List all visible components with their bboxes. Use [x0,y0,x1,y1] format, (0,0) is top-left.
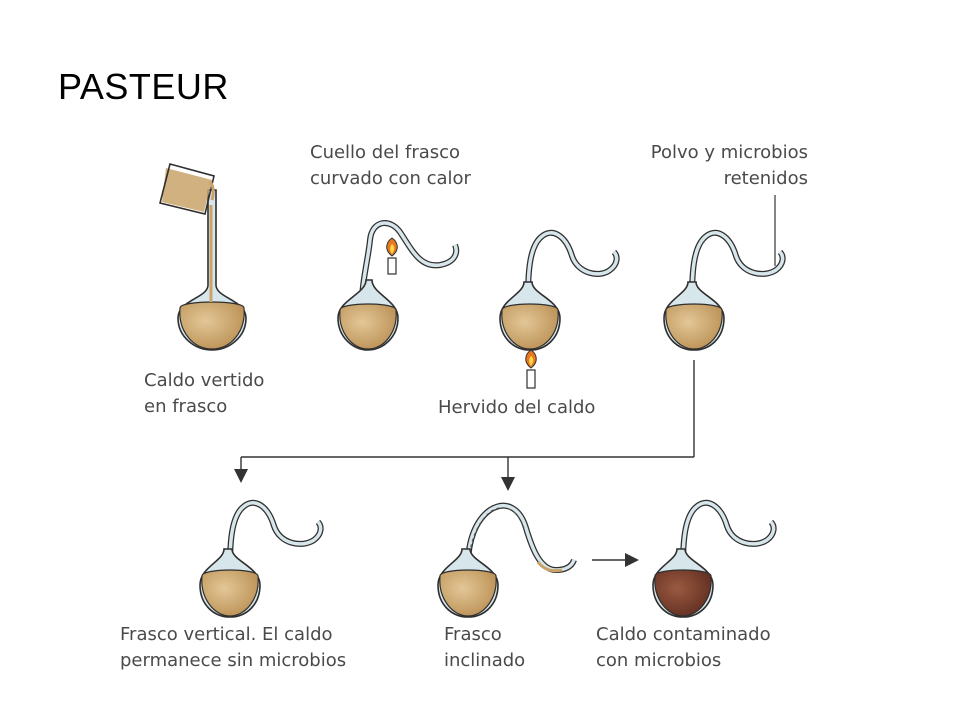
flask-tilted [437,502,577,618]
caption-broth-boiled: Hervido del caldo [438,397,596,418]
flask-dust-retained [663,195,786,351]
caption-tilted-flask: Frasco inclinado [444,624,526,671]
caption-contaminated: Caldo contaminado con microbios [596,624,771,671]
flask-contaminated [652,499,777,618]
flame-icon [525,349,537,389]
caption-vertical-flask: Frasco vertical. El caldo permanece sin … [120,624,347,671]
caption-broth-poured: Caldo vertido en frasco [144,370,265,417]
beaker-icon [159,163,215,215]
slide-title: PASTEUR [58,66,229,107]
flame-icon [386,237,398,275]
flow-arrows [234,360,695,567]
flask-broth-boiled [499,229,620,389]
flask-vertical [199,499,324,618]
caption-neck-curved: Cuello del frasco curvado con calor [310,142,471,189]
flask-broth-poured [159,163,247,351]
caption-dust-retained: Polvo y microbios retenidos [650,142,808,189]
flask-neck-curved [337,220,460,351]
